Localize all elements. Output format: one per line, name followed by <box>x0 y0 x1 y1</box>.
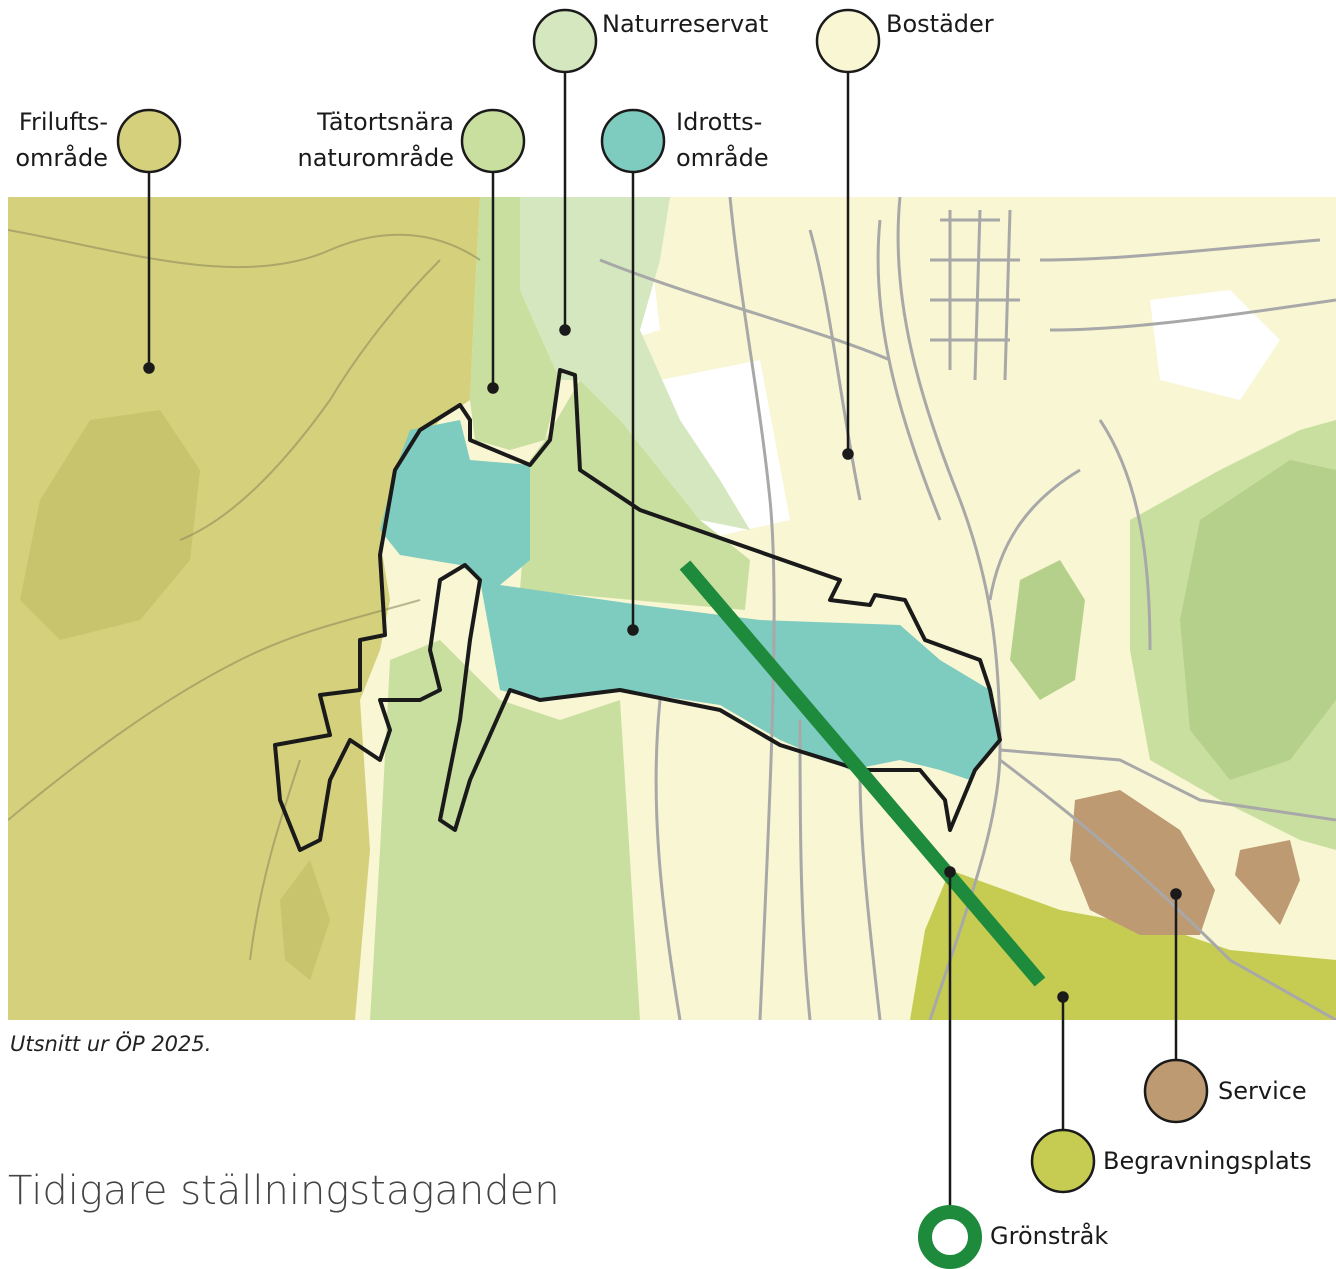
section-heading: Tidigare ställningstaganden <box>8 1168 560 1214</box>
leader-dot-bostader <box>842 448 854 460</box>
label-begravningsplats: Begravningsplats <box>1103 1147 1312 1175</box>
label-naturreservat: Naturreservat <box>602 10 769 38</box>
label-service: Service <box>1218 1077 1307 1105</box>
leader-dot-idrottsomrade <box>627 624 639 636</box>
swatch-naturreservat <box>532 8 598 74</box>
map-caption: Utsnitt ur ÖP 2025. <box>10 1032 212 1056</box>
leader-lines <box>143 72 1182 1210</box>
contour-lines <box>8 229 481 961</box>
label-friluftsomrade: Frilufts- område <box>15 108 108 172</box>
label-bostader: Bostäder <box>886 10 994 38</box>
label-idrottsomrade: Idrotts- område <box>676 108 769 172</box>
swatch-friluftsomrade <box>116 108 182 174</box>
legend-swatches <box>116 8 1209 1269</box>
zone-idrottsomrade <box>380 420 1000 780</box>
swatch-tatortsnara-naturomrade <box>460 108 526 174</box>
leader-dot-gronstrak <box>944 866 956 878</box>
zone-friluftsomrade-darker-2 <box>280 860 330 980</box>
zone-tatortsnara-east-darker <box>1180 460 1336 780</box>
zone-begravningsplats <box>910 870 1336 1020</box>
zone-friluftsomrade <box>8 197 480 1020</box>
leader-dot-begravningsplats <box>1057 991 1069 1003</box>
map-area <box>8 197 1336 1020</box>
swatch-service <box>1143 1058 1209 1124</box>
zone-service-2 <box>1235 840 1300 925</box>
zone-friluftsomrade-darker <box>20 410 200 640</box>
planomrade-boundary <box>273 368 1002 852</box>
label-tatortsnara-naturomrade: Tätortsnära naturområde <box>297 108 454 172</box>
road-network <box>599 197 1336 1020</box>
zone-tatortsnara-south <box>370 640 640 1020</box>
swatch-idrottsomrade <box>600 108 666 174</box>
zone-white-east <box>1150 290 1280 400</box>
leader-dot-friluftsomrade <box>143 362 155 374</box>
leader-dot-tatortsnara <box>487 382 499 394</box>
label-gronstrak: Grönstråk <box>990 1222 1109 1250</box>
leader-dot-naturreservat <box>559 324 571 336</box>
zone-tatortsnara-pond <box>1010 560 1085 700</box>
swatch-bostader <box>815 8 881 74</box>
swatch-gronstrak <box>918 1205 982 1269</box>
swatch-begravningsplats <box>1030 1128 1096 1194</box>
leader-dot-service <box>1170 888 1182 900</box>
gronstrak-line <box>679 560 1046 987</box>
zone-naturreservat <box>500 197 750 530</box>
